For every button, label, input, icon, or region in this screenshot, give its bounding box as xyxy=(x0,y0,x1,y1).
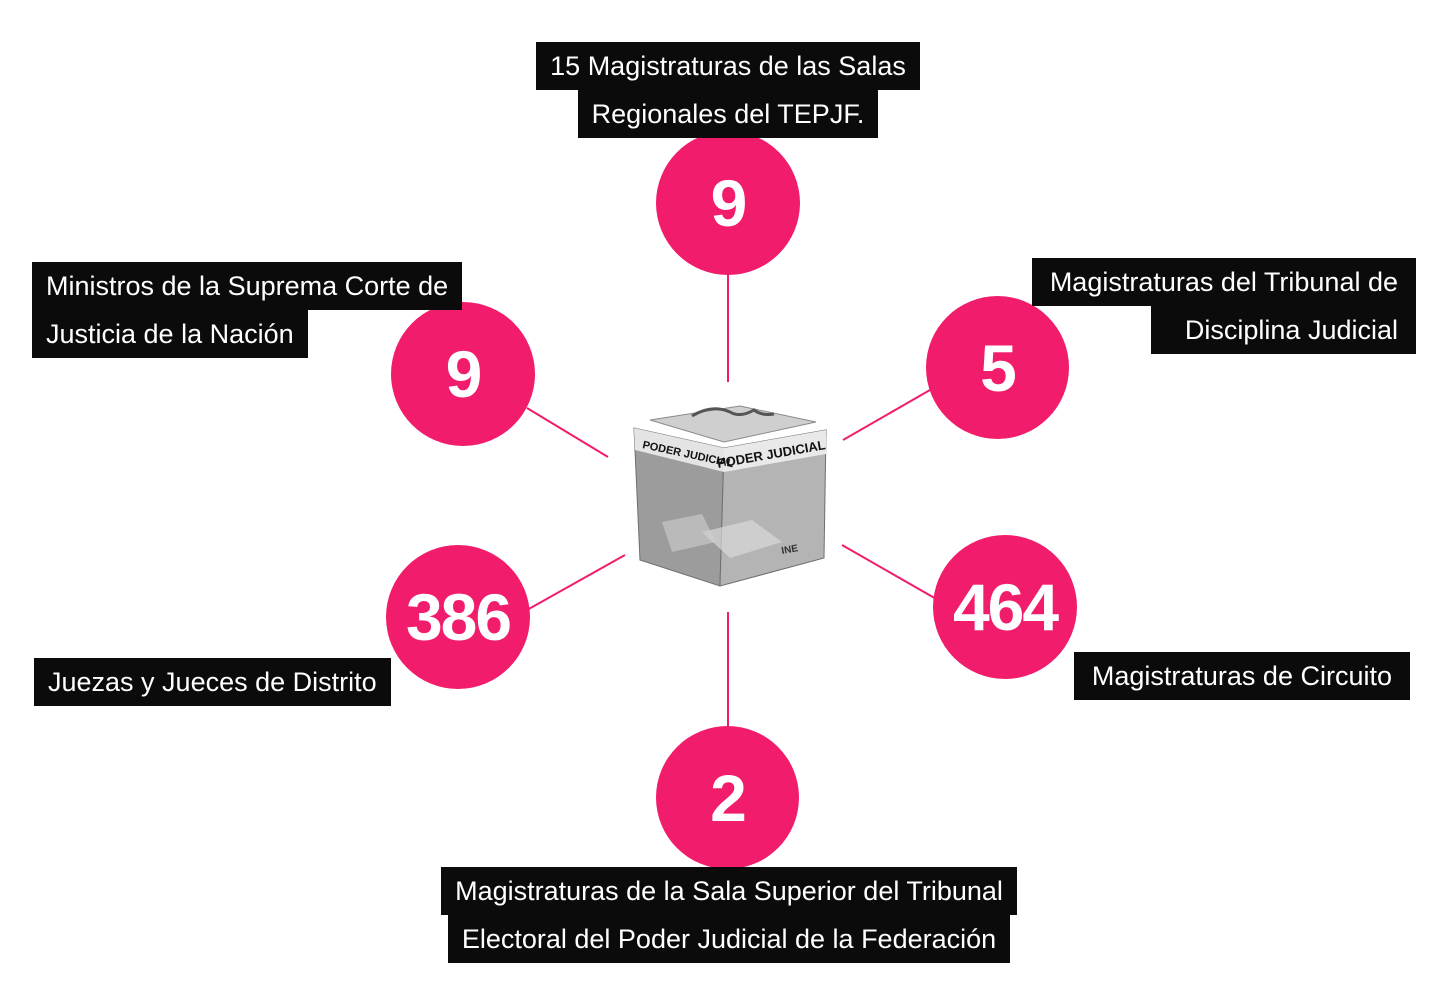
node-upper-right-circle: 5 xyxy=(926,296,1069,439)
ballot-box-icon: PODER JUDICIAL PODER JUDICIAL INE xyxy=(633,405,827,587)
node-lower-left-label-line-1: Juezas y Jueces de Distrito xyxy=(34,658,391,706)
node-bottom-label-line-2: Electoral del Poder Judicial de la Feder… xyxy=(447,915,1011,963)
node-lower-left-label: Juezas y Jueces de Distrito xyxy=(34,658,391,706)
node-bottom-value: 2 xyxy=(710,760,747,835)
node-lower-right-label: Magistraturas de Circuito xyxy=(1073,652,1410,700)
node-upper-right-label: Magistraturas del Tribunal de Disciplina… xyxy=(1031,258,1416,354)
node-bottom-label-line-1: Magistraturas de la Sala Superior del Tr… xyxy=(441,867,1017,915)
connector-lower-right xyxy=(841,544,939,601)
node-upper-right-label-line-1: Magistraturas del Tribunal de xyxy=(1031,258,1416,306)
node-top-value: 9 xyxy=(710,166,748,240)
node-lower-right-label-line-1: Magistraturas de Circuito xyxy=(1073,652,1410,700)
node-lower-right-circle: 464 xyxy=(933,535,1077,679)
connector-lower-left xyxy=(526,554,626,611)
node-top-label-line-1: 15 Magistraturas de las Salas xyxy=(536,42,920,90)
node-bottom-label: Magistraturas de la Sala Superior del Tr… xyxy=(424,867,1034,963)
node-upper-right-value: 5 xyxy=(980,330,1017,405)
node-lower-left-circle: 386 xyxy=(386,545,530,689)
svg-text:INE: INE xyxy=(781,543,800,557)
connector-upper-right xyxy=(842,389,931,441)
node-upper-left-value: 9 xyxy=(445,337,483,411)
node-upper-left-label: Ministros de la Suprema Corte de Justici… xyxy=(32,262,463,358)
node-top-circle: 9 xyxy=(656,131,800,275)
node-upper-left-label-line-2: Justicia de la Nación xyxy=(32,310,308,358)
node-upper-right-label-line-2: Disciplina Judicial xyxy=(1150,306,1416,354)
node-upper-left-label-line-1: Ministros de la Suprema Corte de xyxy=(32,262,463,310)
node-upper-left-circle: 9 xyxy=(391,302,535,446)
node-lower-right-value: 464 xyxy=(952,570,1059,644)
node-bottom-circle: 2 xyxy=(656,726,799,869)
node-top-label: 15 Magistraturas de las Salas Regionales… xyxy=(524,42,932,138)
node-lower-left-value: 386 xyxy=(405,580,512,654)
connector-upper-left xyxy=(526,407,609,458)
node-top-label-line-2: Regionales del TEPJF. xyxy=(577,90,879,138)
